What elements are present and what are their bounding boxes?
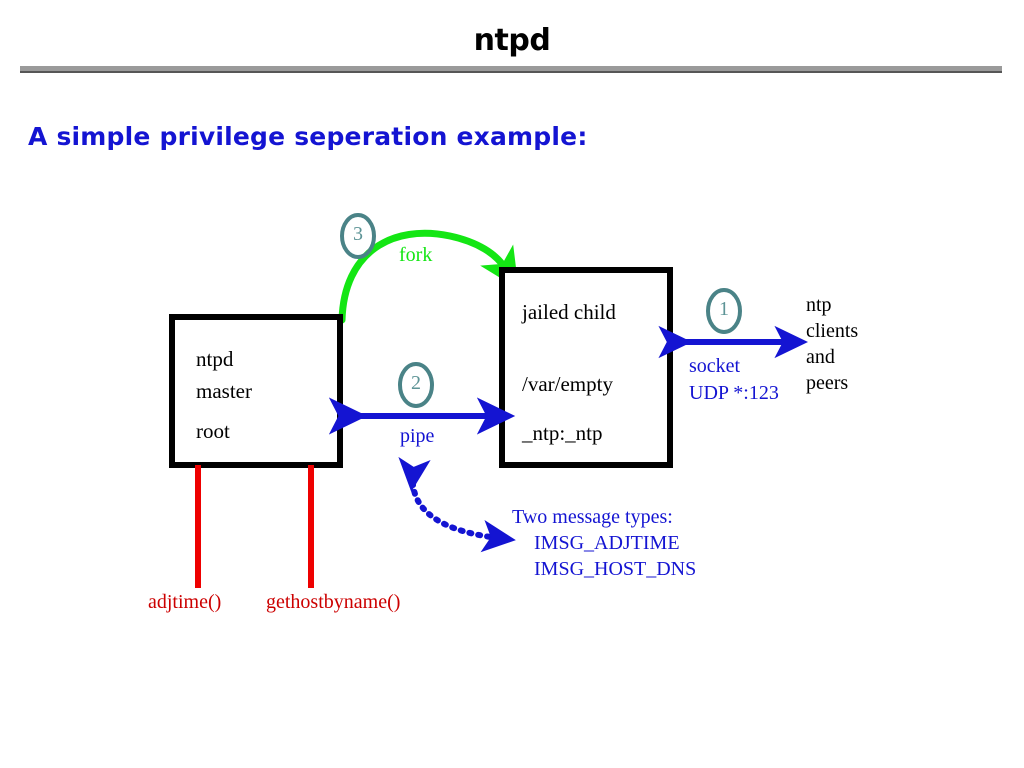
child-line-2: /var/empty (522, 372, 613, 396)
child-line-1: jailed child (522, 300, 616, 324)
socket-label-protocol: socket (689, 355, 741, 377)
message-types-heading: Two message types: (512, 506, 673, 528)
fork-arrow (338, 229, 519, 324)
gethostbyname-label: gethostbyname() (266, 591, 401, 613)
jailed-child-box-shape (499, 267, 673, 468)
message-type-2: IMSG_HOST_DNS (534, 558, 697, 580)
step-1-number: 1 (719, 298, 729, 320)
adjtime-label: adjtime() (148, 591, 222, 613)
fork-label: fork (399, 244, 433, 266)
message-type-1: IMSG_ADJTIME (534, 532, 680, 554)
step-2-number: 2 (411, 372, 421, 394)
step-3-number: 3 (353, 223, 363, 245)
ntpd-master-box-shape (169, 314, 343, 468)
external-clients-line-1: ntp (806, 294, 832, 316)
title-divider (20, 66, 1002, 73)
external-clients-line-3: and (806, 346, 835, 368)
message-callout-arrow (398, 456, 516, 553)
pipe-label: pipe (400, 425, 435, 447)
master-line-3: root (196, 419, 230, 443)
page-title: ntpd (473, 23, 551, 58)
external-clients-line-4: peers (806, 372, 849, 394)
slide-subtitle: A simple privilege seperation example: (28, 122, 588, 151)
master-line-2: master (196, 379, 252, 403)
step-3-circle (340, 213, 376, 259)
socket-label-address: UDP *:123 (689, 382, 779, 404)
step-1-circle (706, 288, 742, 334)
child-line-3: _ntp:_ntp (522, 421, 603, 445)
external-clients-line-2: clients (806, 320, 859, 342)
external-clients-group: ntp clients and peers (806, 292, 858, 396)
step-2-circle (398, 362, 434, 408)
master-line-1: ntpd (196, 347, 234, 371)
message-types-group: Two message types: IMSG_ADJTIME IMSG_HOS… (512, 504, 696, 582)
